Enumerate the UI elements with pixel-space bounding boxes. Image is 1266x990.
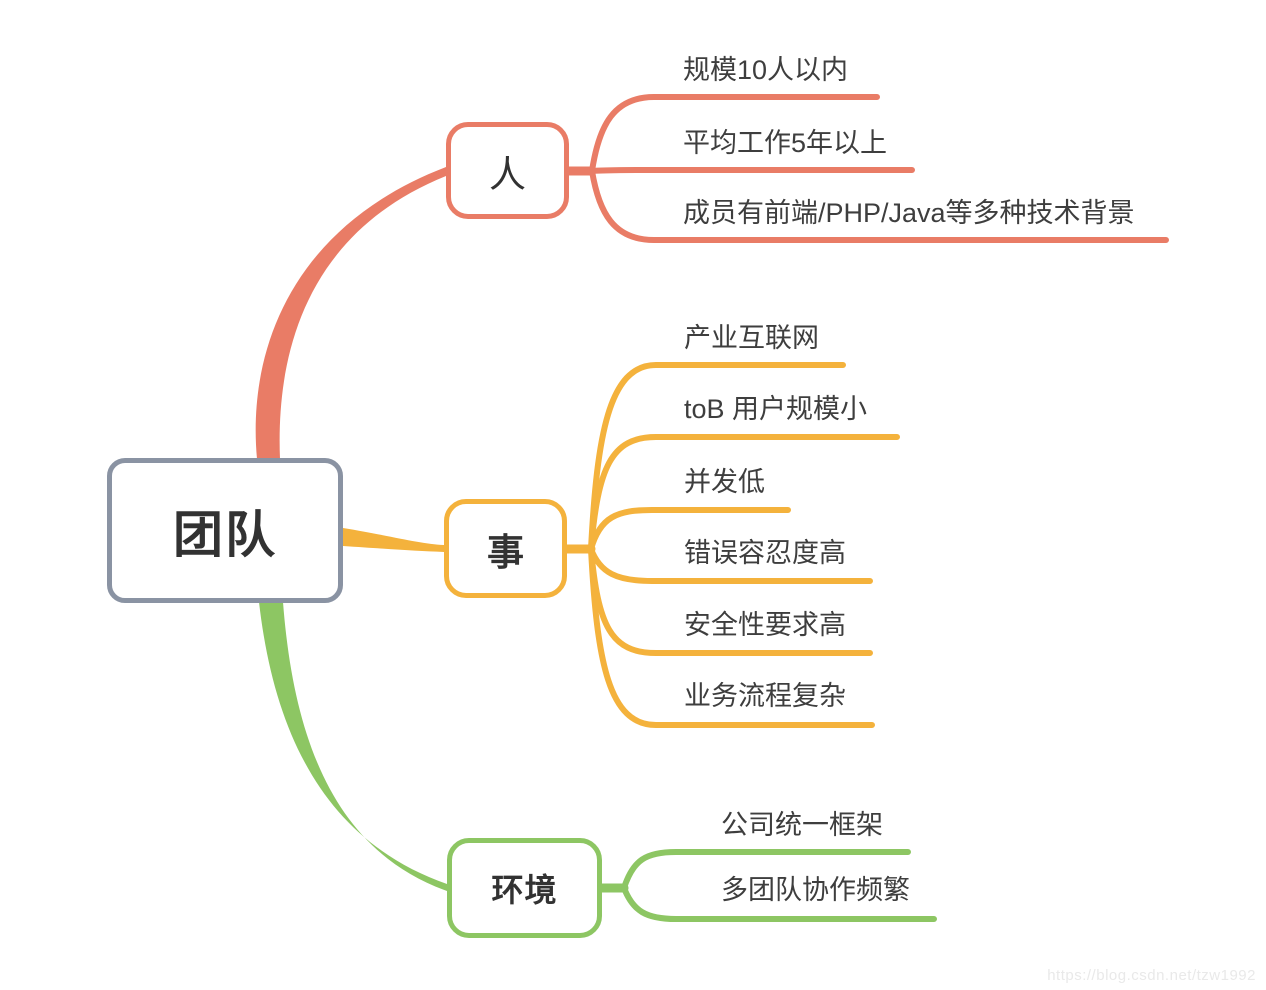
root-node[interactable]: 团队 (107, 458, 343, 603)
leaf-topic-environment-1[interactable]: 多团队协作频繁 (721, 875, 910, 905)
leaf-curve-work-1 (588, 434, 900, 552)
environment-subbranches (597, 849, 937, 922)
leaf-curve-environment-1 (621, 885, 937, 922)
leaf-topic-people-2[interactable]: 成员有前端/PHP/Java等多种技术背景 (683, 198, 1135, 228)
leaf-topic-work-3[interactable]: 错误容忍度高 (684, 538, 846, 568)
leaf-topic-work-4[interactable]: 安全性要求高 (684, 610, 846, 640)
watermark: https://blog.csdn.net/tzw1992 (1047, 967, 1256, 984)
work-subbranches (562, 362, 900, 728)
trunk-curve-environment (259, 602, 447, 891)
leaf-topic-work-1[interactable]: toB 用户规模小 (684, 394, 868, 424)
branch-node-environment-label: 环境 (491, 872, 558, 908)
branch-node-people[interactable]: 人 (446, 122, 569, 219)
leaf-topic-work-0[interactable]: 产业互联网 (684, 323, 819, 353)
leaf-curve-environment-0 (621, 849, 911, 891)
leaf-topic-people-0[interactable]: 规模10人以内 (683, 55, 849, 85)
root-node-label: 团队 (173, 506, 277, 563)
branch-node-work-label: 事 (487, 531, 524, 573)
leaf-topic-environment-0[interactable]: 公司统一框架 (721, 810, 883, 840)
leaf-curve-work-5 (588, 546, 875, 728)
people-subbranches (564, 94, 1169, 243)
trunk-curve-work (343, 528, 444, 552)
leaf-curve-people-0 (589, 94, 880, 174)
leaf-topic-work-5[interactable]: 业务流程复杂 (684, 681, 846, 711)
leaf-curve-work-2 (588, 507, 791, 552)
trunk-curve-people (255, 167, 446, 459)
branch-node-people-label: 人 (489, 153, 526, 195)
leaf-curve-people-1 (589, 167, 915, 174)
leaf-curve-people-2 (589, 168, 1169, 243)
leaf-topic-work-2[interactable]: 并发低 (684, 467, 765, 497)
branch-node-work[interactable]: 事 (444, 499, 567, 598)
leaf-topic-people-1[interactable]: 平均工作5年以上 (683, 128, 888, 158)
branch-node-environment[interactable]: 环境 (447, 838, 602, 938)
